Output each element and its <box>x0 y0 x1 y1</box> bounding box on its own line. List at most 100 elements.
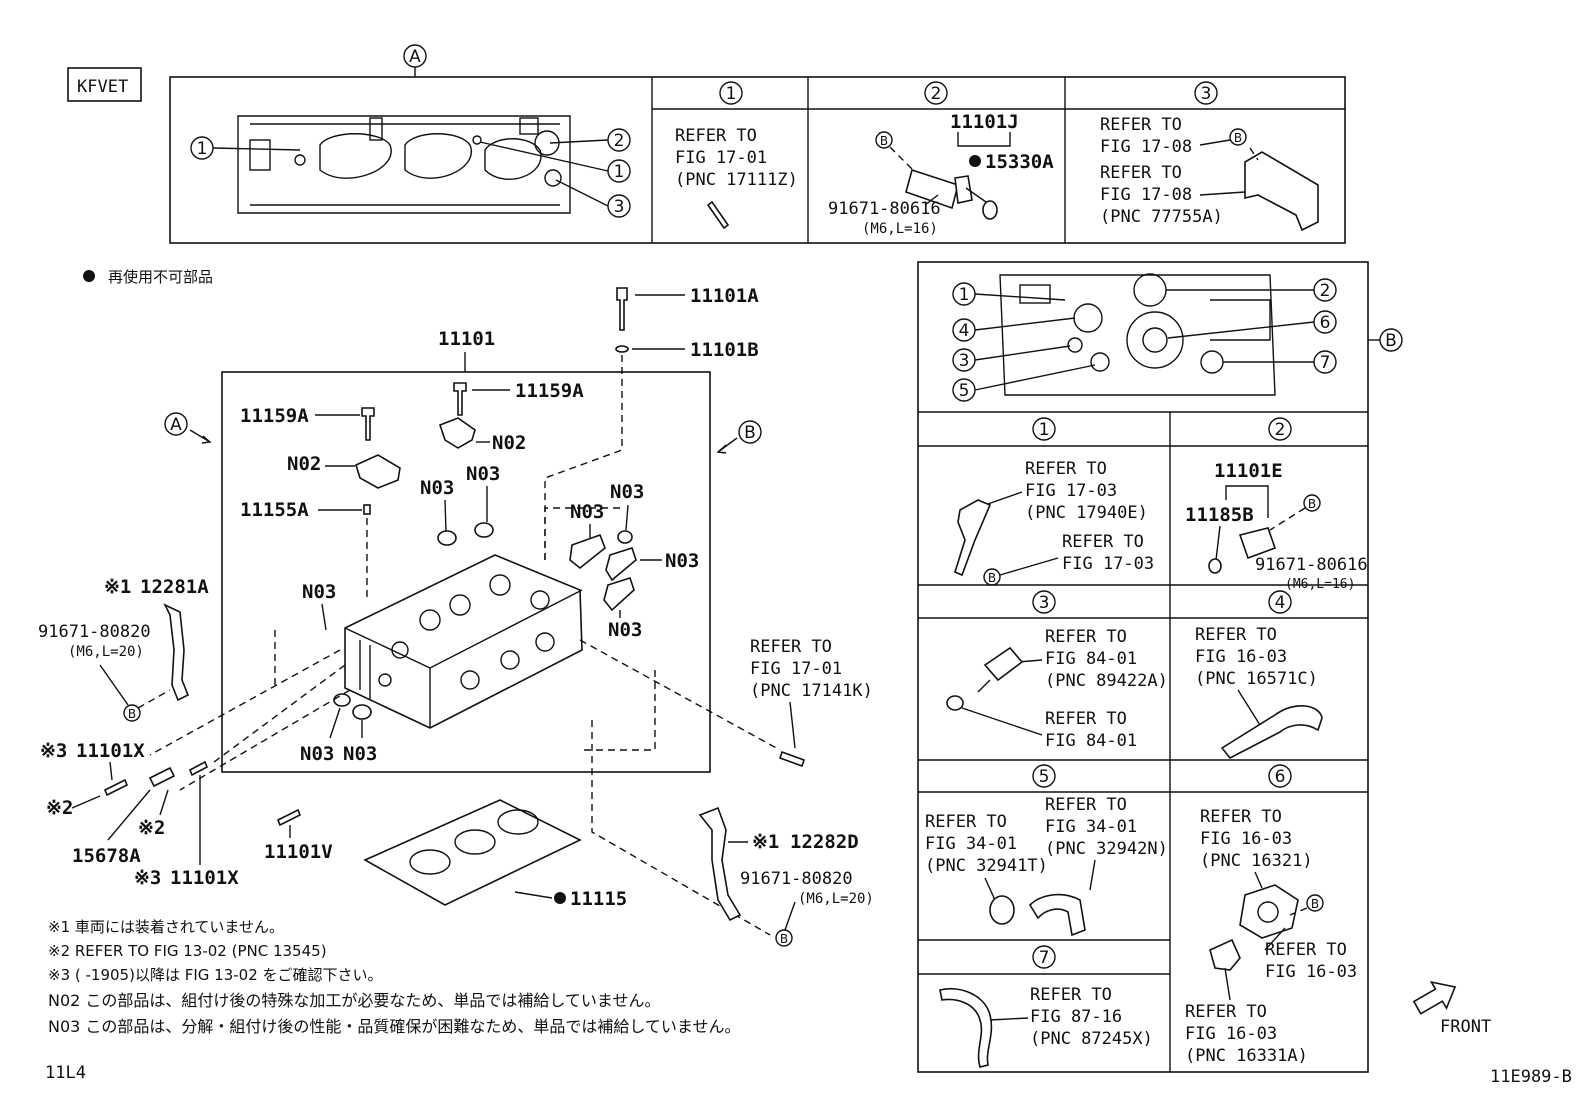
svg-text:91671-80616: 91671-80616 <box>1255 555 1368 575</box>
svg-text:REFER TO: REFER TO <box>1185 1002 1267 1022</box>
label-n03-2: N03 <box>466 463 500 485</box>
svg-text:(PNC 16331A): (PNC 16331A) <box>1185 1046 1308 1066</box>
svg-text:(PNC 89422A): (PNC 89422A) <box>1045 671 1168 691</box>
cylinder-head-front-sketch <box>999 273 1276 396</box>
svg-text:1: 1 <box>614 162 625 182</box>
label-11101X-bottom: 11101X <box>170 867 239 889</box>
svg-text:15330A: 15330A <box>985 151 1054 173</box>
non-reusable-dot <box>969 155 981 167</box>
non-reusable-dot-11115 <box>554 892 566 904</box>
label-mark2-center: ※2 <box>138 817 165 839</box>
svg-text:FIG 17-01: FIG 17-01 <box>675 148 767 168</box>
svg-text:REFER TO: REFER TO <box>1030 985 1112 1005</box>
head-gasket <box>363 799 582 906</box>
svg-text:B: B <box>988 571 996 585</box>
svg-text:(PNC 87245X): (PNC 87245X) <box>1030 1029 1153 1049</box>
figure-id: 11E989-B <box>1490 1067 1572 1087</box>
svg-text:FIG 16-03: FIG 16-03 <box>1185 1024 1277 1044</box>
detail-a-panel: A 1 2 1 3 1 <box>169 44 1346 244</box>
label-11101: 11101 <box>438 328 495 350</box>
reuse-note: 再使用不可部品 <box>108 268 213 286</box>
tag-b-left: B <box>123 704 141 722</box>
label-n03-5: N03 <box>665 550 699 572</box>
svg-text:2: 2 <box>1275 420 1286 440</box>
label-n03-7: N03 <box>302 581 336 603</box>
detail-b-letter: B <box>1368 328 1403 352</box>
label-bolt-spec-left: (M6,L=20) <box>68 644 144 660</box>
label-mark2-left: ※2 <box>46 797 73 819</box>
svg-text:11185B: 11185B <box>1185 504 1254 526</box>
svg-text:FIG 16-03: FIG 16-03 <box>1265 962 1357 982</box>
page-code: 11L4 <box>45 1063 86 1083</box>
svg-text:(PNC 17111Z): (PNC 17111Z) <box>675 170 798 190</box>
label-bolt-91671-80820-right: 91671-80820 <box>740 869 853 889</box>
svg-text:2: 2 <box>931 84 942 104</box>
svg-text:3: 3 <box>959 351 970 371</box>
svg-text:REFER TO: REFER TO <box>1100 115 1182 135</box>
footnote-n03: N03 この部品は、分解・組付け後の性能・品質確保が困難なため、単品では補給して… <box>48 1017 740 1036</box>
label-n03-3: N03 <box>570 501 604 523</box>
svg-text:B: B <box>1385 331 1397 351</box>
label-n03-4: N03 <box>610 481 644 503</box>
label-n03-9: N03 <box>343 743 377 765</box>
svg-text:3: 3 <box>1201 84 1212 104</box>
ref-17141k-line1: REFER TO <box>750 637 832 657</box>
detail-b-cell-3: 3 REFER TO FIG 84-01 (PNC 89422A) REFER … <box>946 590 1168 751</box>
footnote-2: ※2 REFER TO FIG 13-02 (PNC 13545) <box>48 942 327 960</box>
label-11159A-left: 11159A <box>240 405 309 427</box>
svg-text:(PNC 17940E): (PNC 17940E) <box>1025 503 1148 523</box>
view-a-marker: A <box>164 412 212 444</box>
label-11101X-bottom-mark: ※3 <box>134 867 161 889</box>
svg-text:2: 2 <box>1320 281 1331 301</box>
tag-b-right: B <box>775 929 793 947</box>
svg-text:6: 6 <box>1320 313 1331 333</box>
front-arrow: FRONT <box>1412 981 1491 1037</box>
detail-a-cell-3: 3 REFER TO FIG 17-08 B REFER TO FIG 17-0… <box>1100 81 1319 232</box>
svg-text:A: A <box>170 415 182 435</box>
svg-text:(PNC 77755A): (PNC 77755A) <box>1100 207 1223 227</box>
label-11101B: 11101B <box>690 339 759 361</box>
svg-text:B: B <box>1311 897 1319 911</box>
legend-dot <box>83 270 95 282</box>
svg-text:B: B <box>1234 131 1242 145</box>
detail-b-cell-2: 2 11101E 11185B B 91671-80616 (M6,L=16) <box>1185 417 1368 592</box>
label-11101A: 11101A <box>690 285 759 307</box>
svg-text:FIG 17-03: FIG 17-03 <box>1025 481 1117 501</box>
svg-text:FIG 34-01: FIG 34-01 <box>1045 817 1137 837</box>
cylinder-head-side-sketch <box>237 115 571 214</box>
view-b-marker: B <box>716 420 762 454</box>
svg-text:1: 1 <box>197 139 208 159</box>
svg-text:A: A <box>409 47 421 67</box>
label-12281A-mark: ※1 <box>104 576 131 598</box>
svg-text:(PNC 16321): (PNC 16321) <box>1200 851 1313 871</box>
label-n03-8: N03 <box>300 743 334 765</box>
svg-text:REFER TO: REFER TO <box>1025 459 1107 479</box>
footnote-n02: N02 この部品は、組付け後の特殊な加工が必要なため、単品では補給していません。 <box>48 991 660 1010</box>
detail-b-cell-5: 5 REFER TO FIG 34-01 (PNC 32941T) REFER … <box>925 764 1168 937</box>
svg-text:11101J: 11101J <box>950 111 1019 133</box>
label-11101X-top-mark: ※3 <box>40 740 67 762</box>
svg-text:2: 2 <box>614 131 625 151</box>
svg-text:REFER TO: REFER TO <box>1265 940 1347 960</box>
label-15678A: 15678A <box>72 845 141 867</box>
svg-text:5: 5 <box>959 381 970 401</box>
model-code-box <box>67 67 142 102</box>
detail-b-callouts: 1 4 3 5 2 6 7 <box>952 278 1337 402</box>
svg-text:3: 3 <box>614 197 625 217</box>
svg-text:11101E: 11101E <box>1214 460 1283 482</box>
label-11115: 11115 <box>570 888 627 910</box>
svg-text:B: B <box>744 423 756 443</box>
cylinder-head-body <box>344 554 583 729</box>
svg-text:4: 4 <box>1275 593 1286 613</box>
svg-text:REFER TO: REFER TO <box>1200 807 1282 827</box>
svg-text:FIG 16-03: FIG 16-03 <box>1195 647 1287 667</box>
detail-b-cell-1: 1 REFER TO FIG 17-03 (PNC 17940E) REFER … <box>954 417 1154 586</box>
detail-a-cell-1: 1 REFER TO FIG 17-01 (PNC 17111Z) <box>675 81 798 230</box>
svg-text:B: B <box>1308 497 1316 511</box>
svg-text:7: 7 <box>1039 948 1050 968</box>
svg-text:6: 6 <box>1275 767 1286 787</box>
detail-b-cell-6: 6 REFER TO FIG 16-03 (PNC 16321) B REFER… <box>1185 764 1357 1066</box>
svg-text:REFER TO: REFER TO <box>1062 532 1144 552</box>
detail-b-cell-4: 4 REFER TO FIG 16-03 (PNC 16571C) <box>1195 590 1323 760</box>
